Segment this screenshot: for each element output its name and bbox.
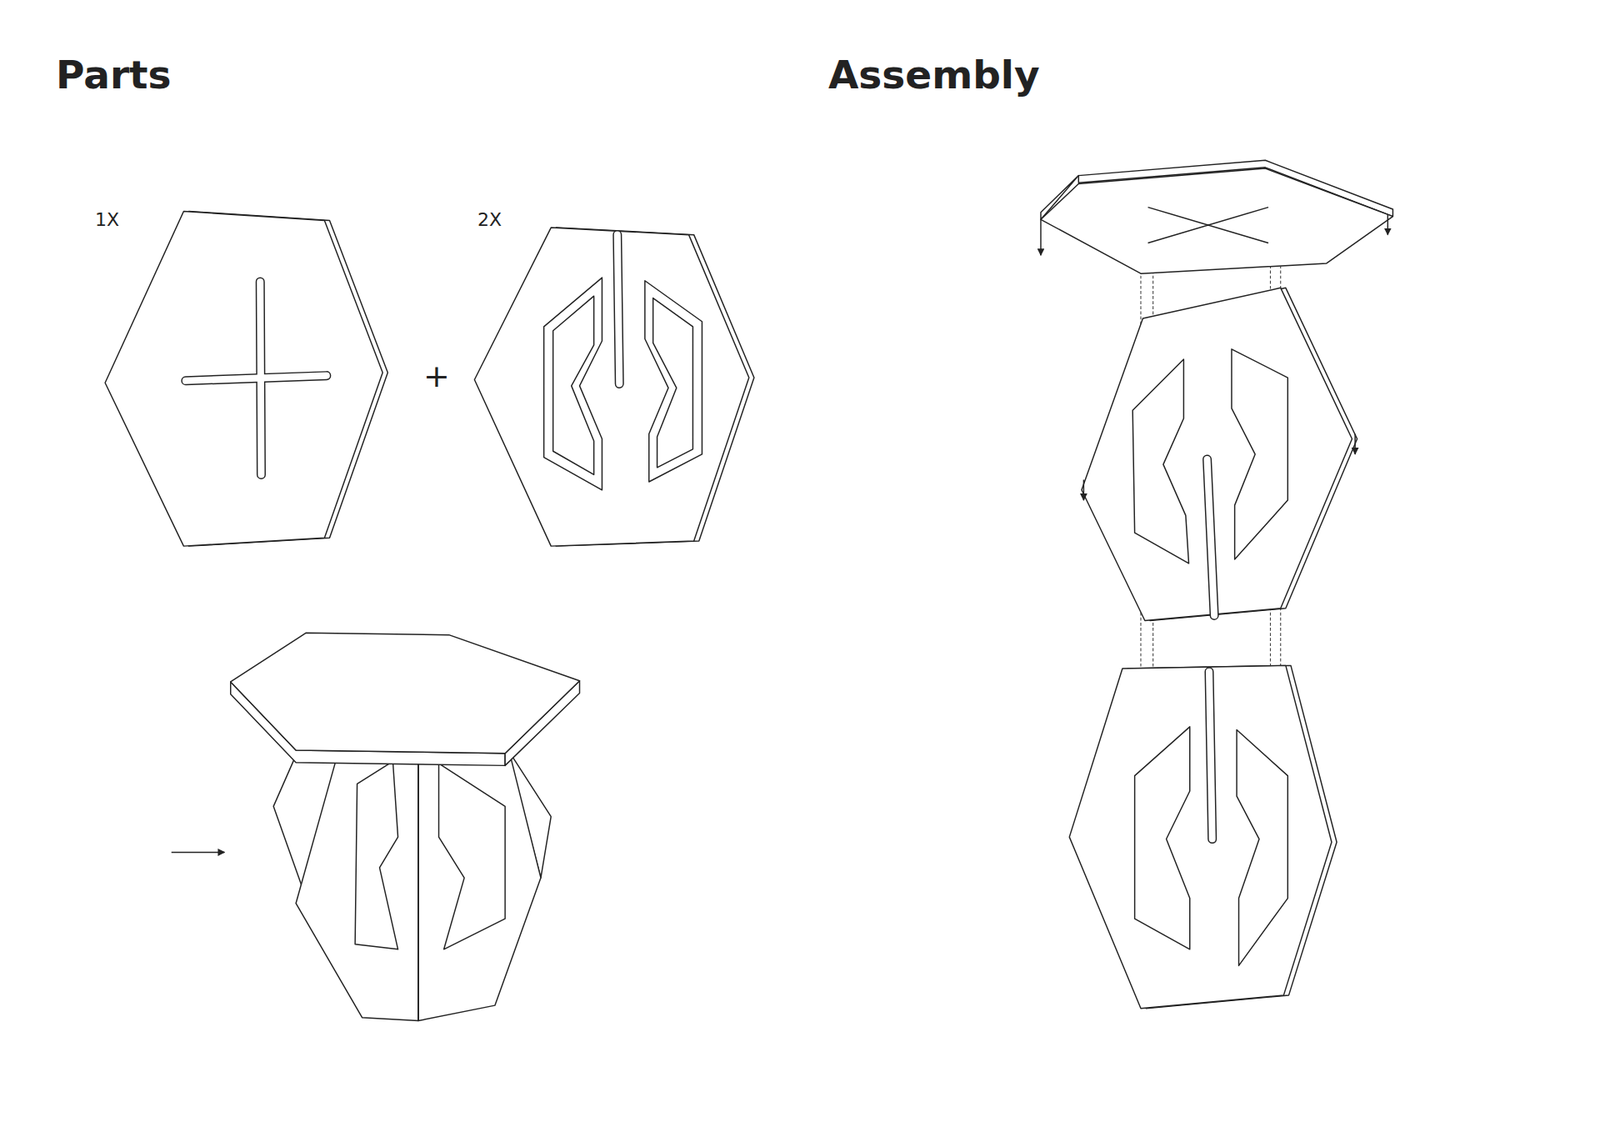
section-heading: Parts bbox=[55, 55, 172, 95]
quantity-label: 1X bbox=[95, 210, 120, 230]
plus-sign: + bbox=[423, 360, 450, 392]
top-plate bbox=[105, 210, 388, 546]
exploded-assembly bbox=[1040, 160, 1393, 1009]
leg-panel bbox=[474, 227, 755, 546]
section-heading: Assembly bbox=[828, 55, 1040, 95]
assembled-table bbox=[171, 632, 580, 1020]
quantity-label: 2X bbox=[477, 210, 502, 230]
